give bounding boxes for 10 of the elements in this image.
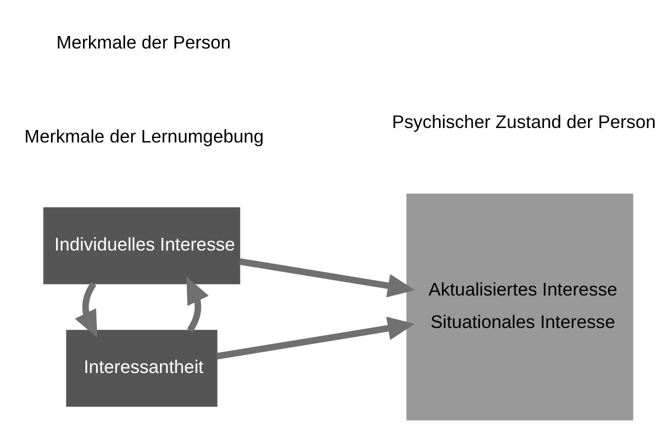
label: Psychischer Zustand der Person (392, 110, 656, 132)
node-box: Individuelles Interesse (43, 206, 240, 284)
label: Merkmale der Person (56, 31, 231, 52)
node-box: Aktualisiertes Interesse Situationales Interesse (406, 193, 634, 420)
arrow (186, 276, 209, 332)
label: Merkmale der Lernumgebung (24, 124, 264, 146)
node-box: Interessantheit (66, 329, 218, 406)
arrow (239, 258, 415, 297)
arrow (216, 316, 415, 359)
arrow (74, 282, 98, 338)
